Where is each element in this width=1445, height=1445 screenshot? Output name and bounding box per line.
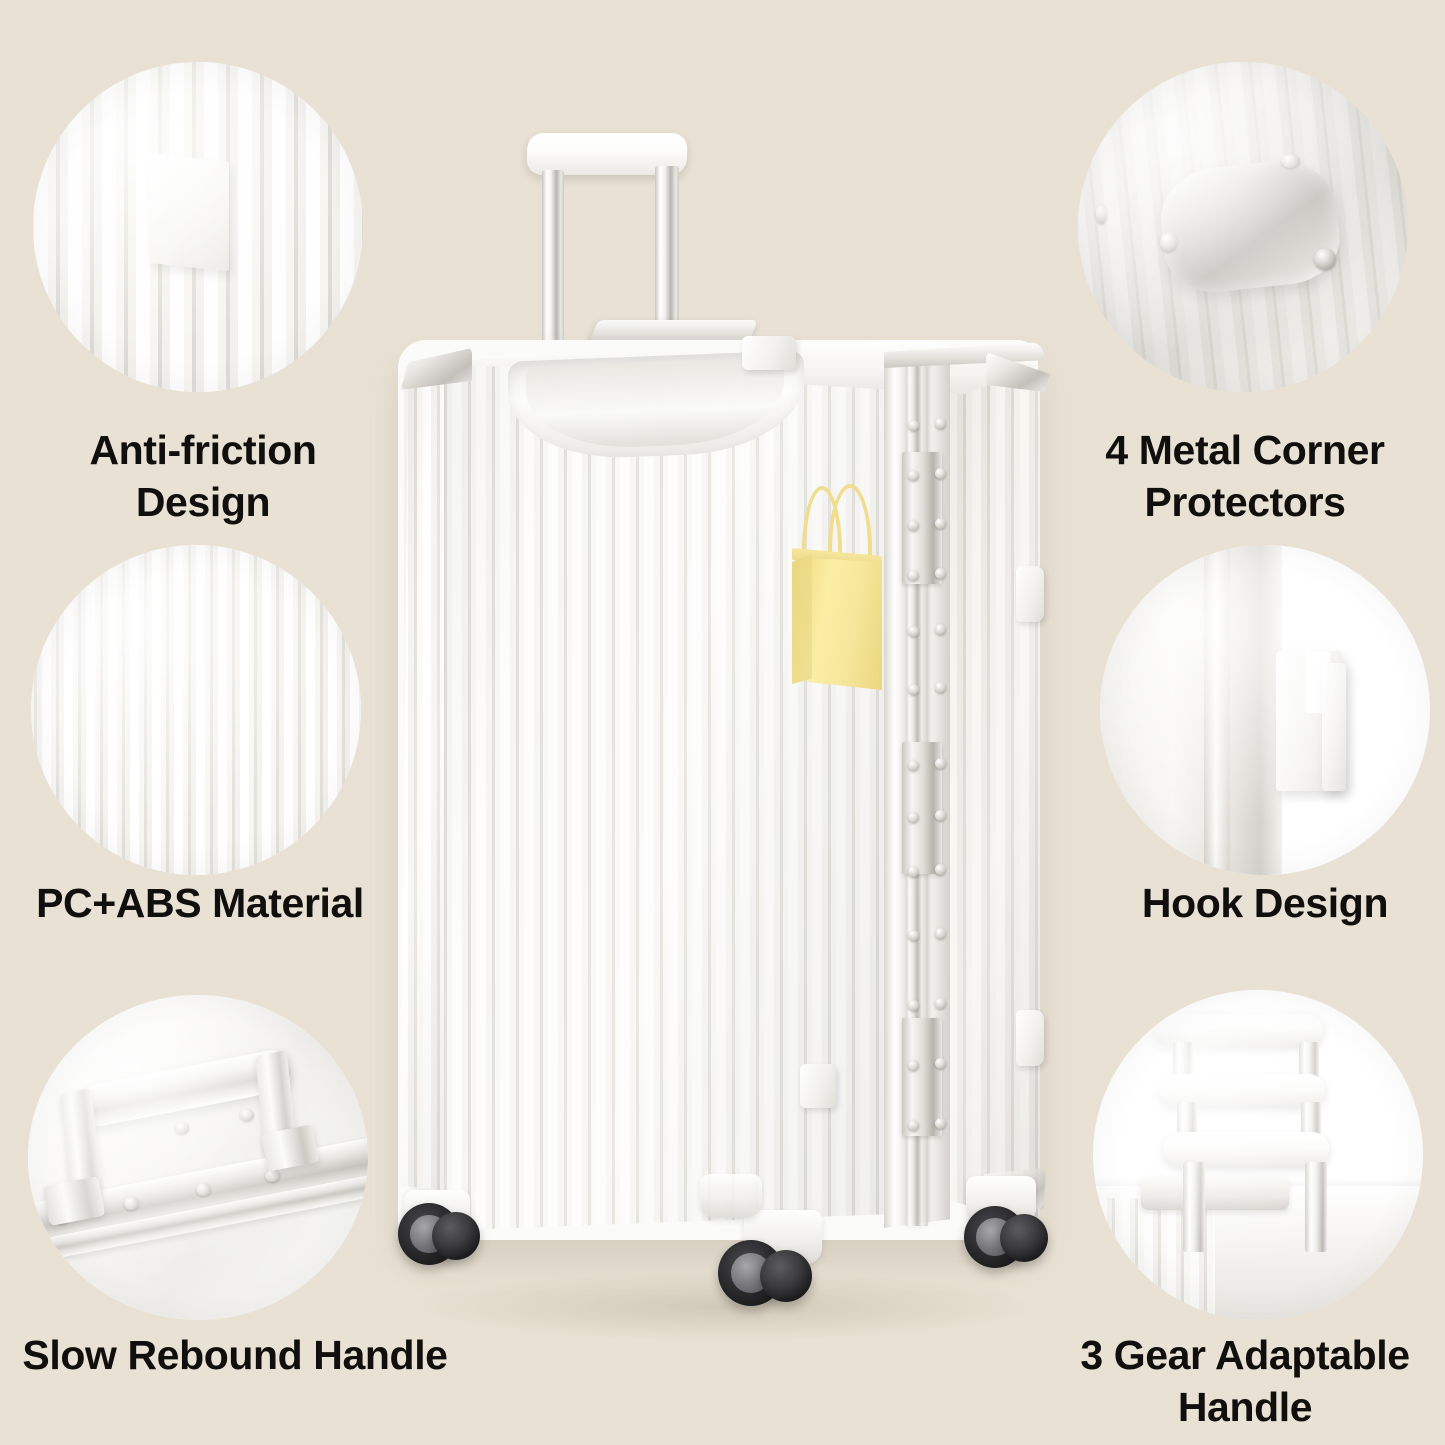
paper-bag	[780, 480, 910, 700]
frame-rivet	[935, 518, 946, 529]
anti-friction-caption: Anti-friction Design	[89, 427, 317, 525]
frame-rivet	[935, 568, 946, 579]
left-side-panel	[400, 360, 444, 1220]
bag-gusset	[792, 554, 812, 684]
frame-rivet	[908, 760, 919, 771]
frame-rivet	[908, 626, 919, 637]
frame-rivet	[935, 624, 946, 635]
vignette-overlay	[1078, 62, 1408, 392]
vignette-overlay	[1093, 990, 1423, 1320]
vignette-overlay	[1100, 545, 1430, 875]
frame-rivet	[908, 930, 919, 941]
frame-rivet	[908, 1000, 919, 1011]
highlight-overlay	[1093, 990, 1423, 1320]
anti-friction-image	[33, 62, 363, 392]
frame-rivet	[935, 810, 946, 821]
front-hook-lower	[800, 1064, 836, 1108]
pc-abs-image	[31, 545, 361, 875]
highlight-overlay	[1100, 545, 1430, 875]
frame-rivet	[908, 470, 919, 481]
three-gear-handle-caption: 3 Gear Adaptable Handle	[1080, 1332, 1410, 1430]
slow-rebound-handle-image	[28, 995, 368, 1320]
vignette-overlay	[28, 995, 368, 1320]
right-panel-shading	[948, 360, 1040, 1226]
metal-corner-image	[1078, 62, 1408, 392]
highlight-overlay	[28, 995, 368, 1320]
frame-rivet	[908, 812, 919, 823]
wheel-front-center	[760, 1250, 812, 1302]
side-hook-lower	[1016, 1010, 1044, 1066]
frame-rivet	[908, 1060, 919, 1071]
frame-rivet	[908, 684, 919, 695]
slow-rebound-handle-caption: Slow Rebound Handle	[22, 1332, 448, 1378]
frame-rivet	[935, 758, 946, 769]
hook-design-caption: Hook Design	[1141, 880, 1389, 926]
wheel-front-left	[432, 1212, 480, 1260]
frame-rivet	[935, 1058, 946, 1069]
frame-rivet	[908, 520, 919, 531]
frame-hinge-bottom	[902, 1018, 942, 1136]
highlight-overlay	[31, 545, 361, 875]
frame-rivet	[935, 864, 946, 875]
wheel-front-right	[1000, 1214, 1048, 1262]
frame-rivet	[908, 1120, 919, 1131]
highlight-overlay	[1078, 62, 1408, 392]
vignette-overlay	[31, 545, 361, 875]
frame-rivet	[908, 420, 919, 431]
frame-rivet	[935, 468, 946, 479]
front-hook-upper	[742, 336, 796, 370]
frame-rivet	[935, 998, 946, 1009]
bag-handle-right	[828, 484, 872, 558]
pc-abs-caption: PC+ABS Material	[36, 880, 364, 926]
highlight-overlay	[33, 62, 363, 392]
side-hook-upper	[1016, 566, 1044, 622]
frame-rivet	[908, 570, 919, 581]
right-side-panel	[948, 360, 1040, 1226]
left-panel-shading	[400, 360, 444, 1220]
vignette-overlay	[33, 62, 363, 392]
three-gear-handle-image	[1093, 990, 1423, 1320]
wheel-housing-back-left	[700, 1174, 762, 1218]
frame-rivet	[935, 418, 946, 429]
bag-body	[808, 558, 882, 690]
frame-rivet	[908, 866, 919, 877]
frame-rivet	[935, 1118, 946, 1129]
hook-design-image	[1100, 545, 1430, 875]
frame-rivet	[935, 928, 946, 939]
frame-rivet	[935, 682, 946, 693]
metal-corner-caption: 4 Metal Corner Protectors	[1105, 427, 1385, 525]
